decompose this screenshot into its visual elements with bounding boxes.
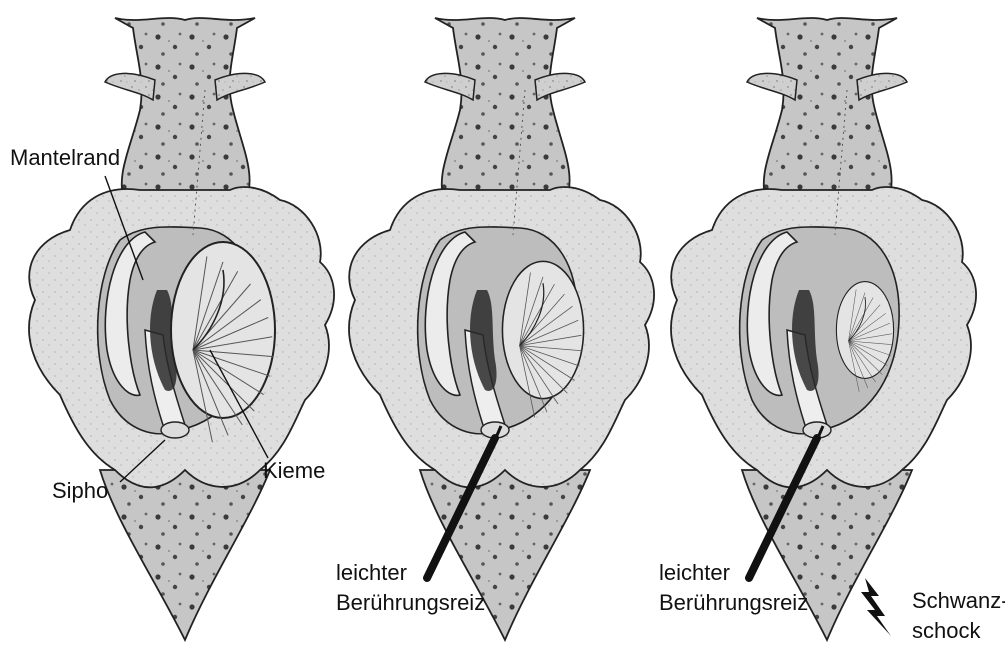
slug-panel-2	[349, 18, 654, 640]
label-mantle-edge: Mantelrand	[10, 145, 120, 171]
slug-panel-3	[671, 18, 976, 640]
label-touch-stimulus-2: Berührungsreiz	[336, 590, 485, 616]
label-touch-stimulus-4: Berührungsreiz	[659, 590, 808, 616]
aplysia-body	[671, 18, 976, 640]
label-tail-shock-1: Schwanz-	[912, 588, 1005, 614]
label-tail-shock-2: schock	[912, 618, 980, 644]
aplysia-body	[349, 18, 654, 640]
label-touch-stimulus-1: leichter	[336, 560, 407, 586]
label-siphon: Sipho	[52, 478, 108, 504]
label-touch-stimulus-3: leichter	[659, 560, 730, 586]
lightning-bolt-icon	[861, 578, 891, 636]
slug-panel-1	[29, 18, 334, 640]
label-gill: Kieme	[263, 458, 325, 484]
